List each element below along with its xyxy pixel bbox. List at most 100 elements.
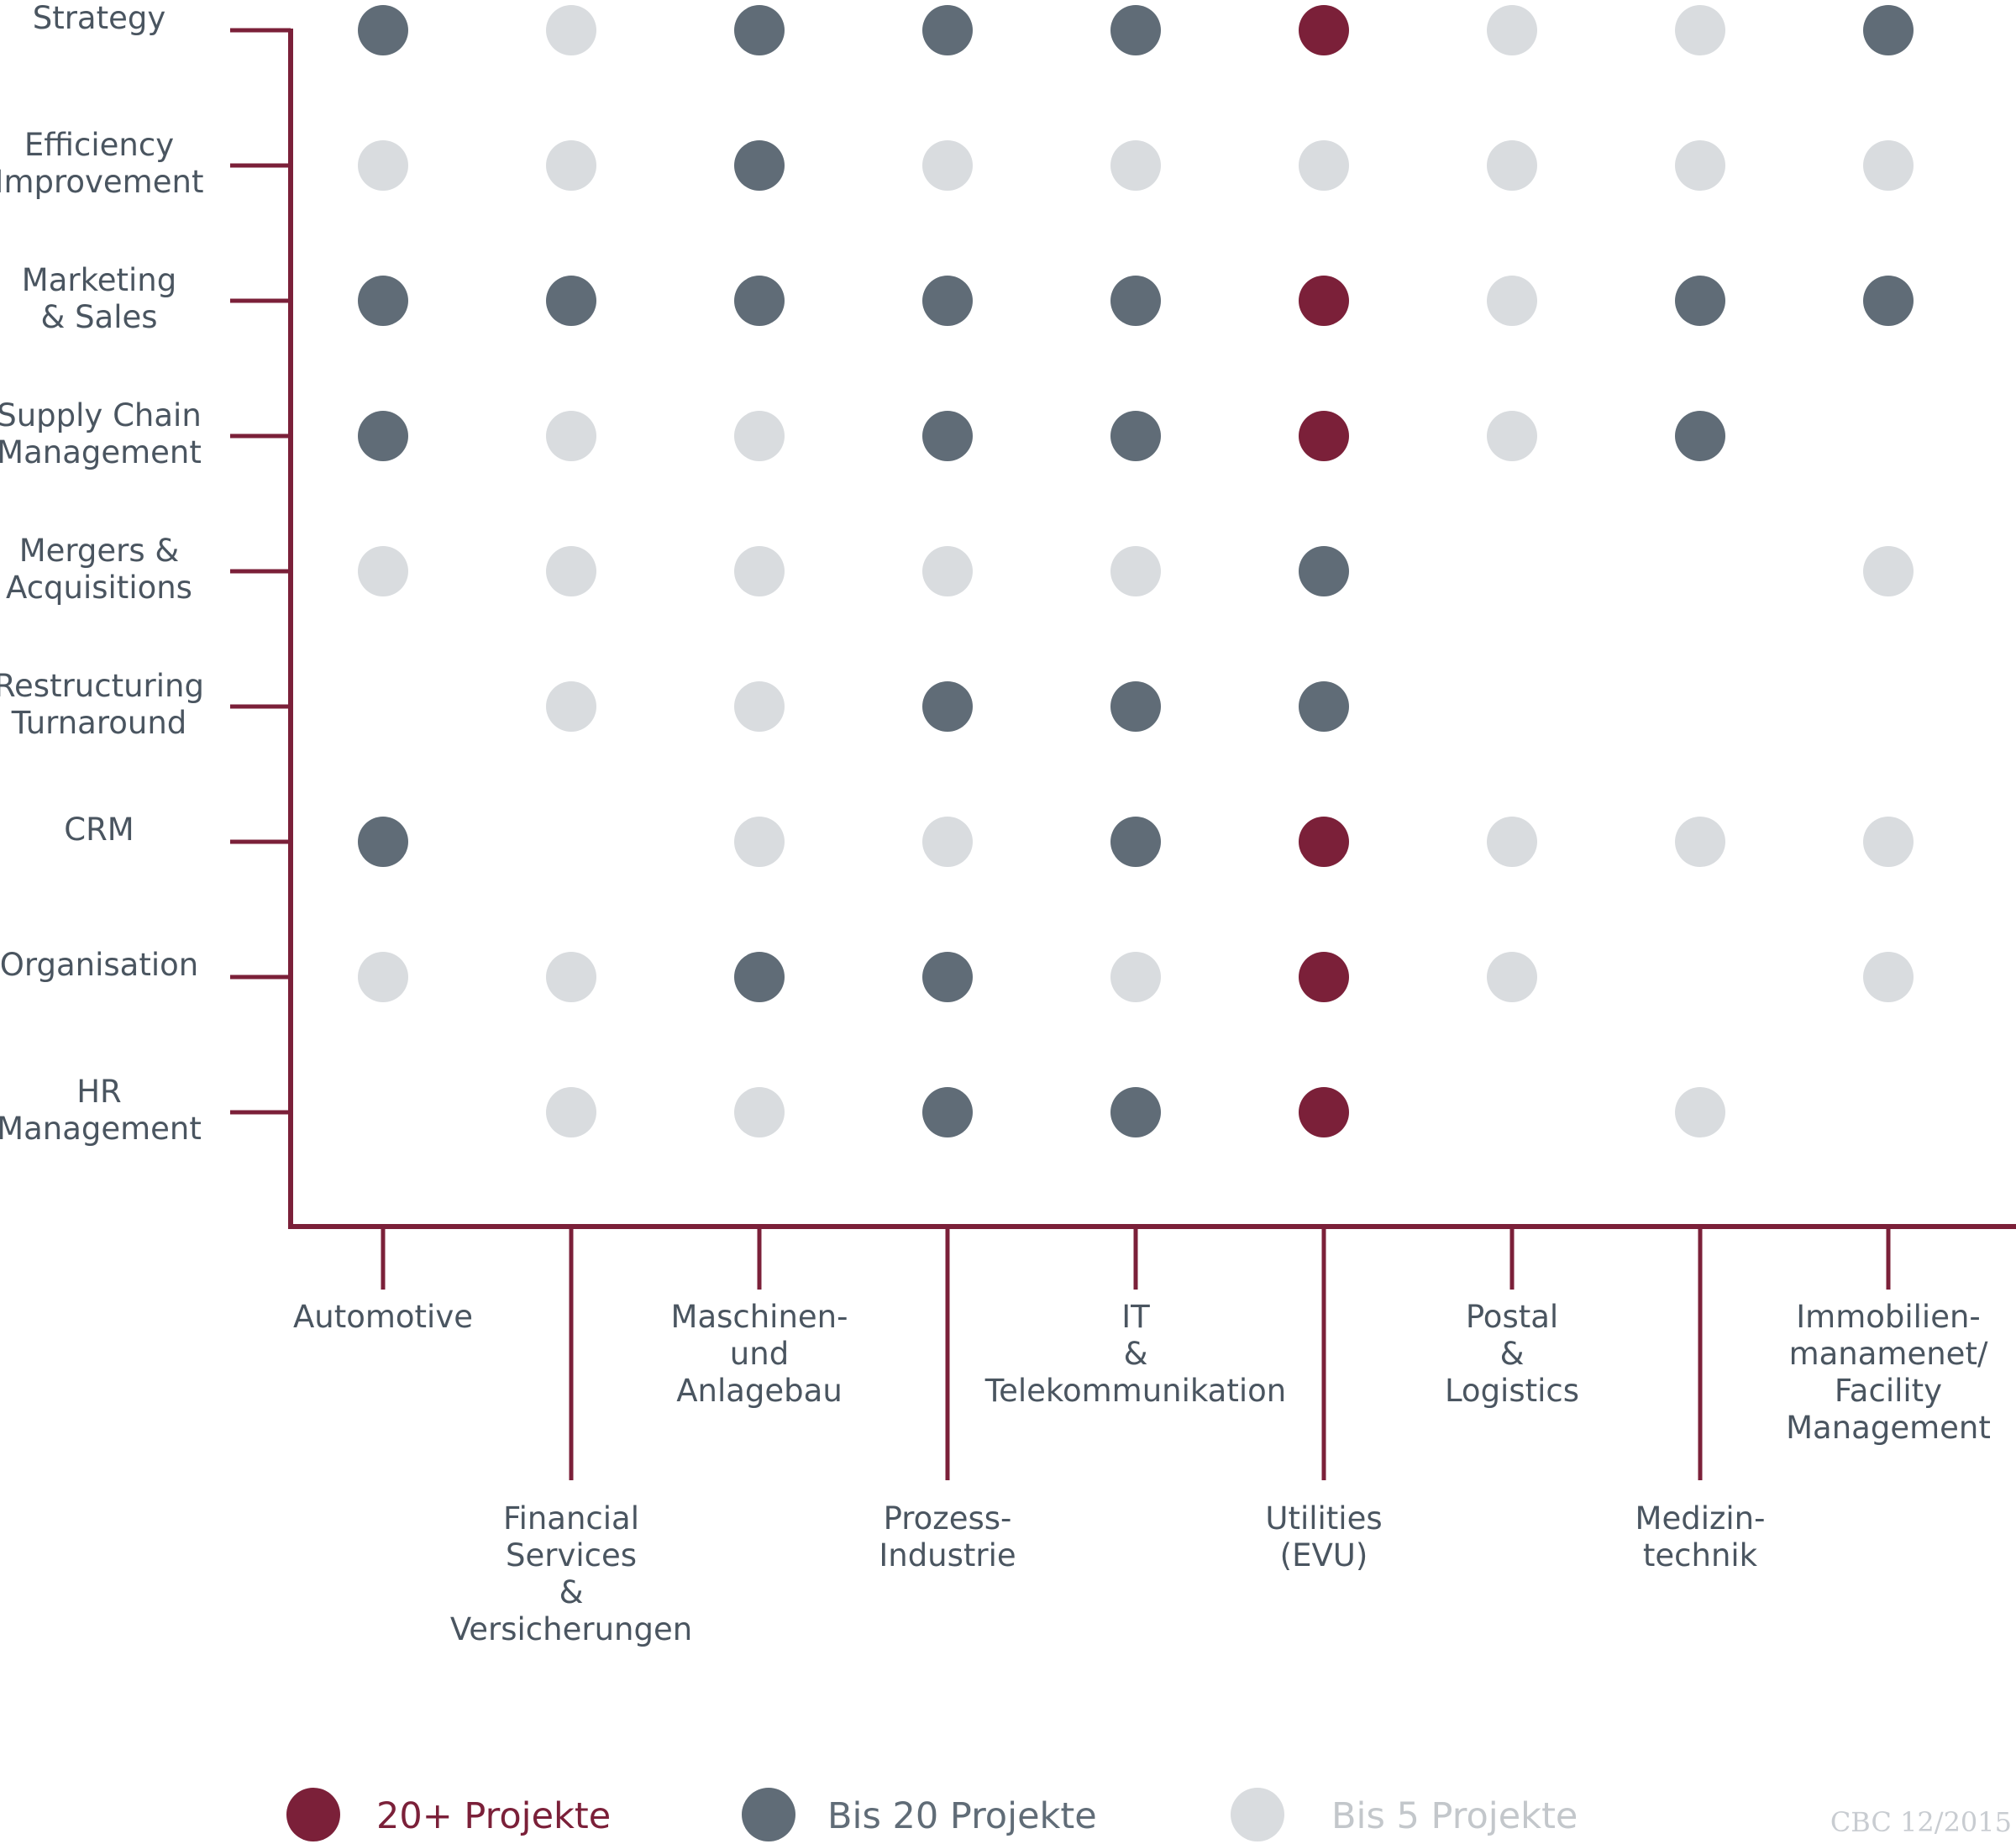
row-label-line: Strategy	[33, 0, 166, 36]
dot-level-1	[1110, 140, 1161, 191]
column-label-line: Services	[506, 1537, 637, 1573]
column-label-line: Utilities	[1265, 1500, 1382, 1537]
legend-swatch	[1231, 1788, 1284, 1841]
column-label: Prozess-Industrie	[879, 1500, 1016, 1573]
dot-level-3	[1299, 276, 1349, 326]
dot-level-1	[358, 546, 408, 596]
column-label-line: Automotive	[293, 1299, 473, 1335]
dot-level-1	[1675, 817, 1725, 867]
dot-level-2	[734, 276, 785, 326]
dot-level-1	[546, 546, 596, 596]
dot-level-1	[546, 5, 596, 55]
column-label-line: Logistics	[1445, 1373, 1579, 1409]
dot-level-1	[1487, 411, 1537, 461]
row-ticks	[230, 28, 291, 1115]
dot-level-2	[922, 952, 973, 1002]
credit-note: CBC 12/2015	[1830, 1806, 2012, 1838]
dot-level-1	[546, 952, 596, 1002]
dot-level-2	[358, 276, 408, 326]
column-label: Utilities(EVU)	[1265, 1500, 1382, 1573]
dot-level-3	[1299, 1087, 1349, 1137]
dot-level-1	[1299, 140, 1349, 191]
dot-level-1	[734, 1087, 785, 1137]
dot-level-3	[1299, 411, 1349, 461]
dot-level-1	[1863, 952, 1914, 1002]
dot-level-2	[358, 817, 408, 867]
column-label-line: Industrie	[879, 1537, 1016, 1573]
row-label-line: Restructuring	[0, 668, 204, 704]
column-label: Postal&Logistics	[1445, 1299, 1579, 1409]
row-label-line: Supply Chain	[0, 397, 202, 433]
dot-level-1	[734, 546, 785, 596]
row-label-line: Efficiency	[24, 127, 174, 163]
dot-level-2	[922, 411, 973, 461]
dot-level-3	[1299, 952, 1349, 1002]
dot-level-2	[1863, 276, 1914, 326]
dot-level-2	[1110, 1087, 1161, 1137]
dot-level-1	[1675, 1087, 1725, 1137]
column-label-line: Facility	[1835, 1373, 1942, 1409]
column-label-line: &	[559, 1574, 584, 1610]
dot-level-1	[1675, 140, 1725, 191]
row-label-line: HR	[76, 1074, 122, 1110]
dot-level-1	[546, 140, 596, 191]
dot-grid	[358, 5, 1914, 1137]
dot-level-2	[734, 5, 785, 55]
dot-level-3	[1299, 817, 1349, 867]
column-label-line: (EVU)	[1280, 1537, 1368, 1573]
dot-level-2	[922, 1087, 973, 1137]
dot-level-1	[922, 817, 973, 867]
dot-level-2	[922, 681, 973, 732]
dot-level-2	[546, 276, 596, 326]
dot-level-1	[1487, 140, 1537, 191]
dot-level-2	[358, 411, 408, 461]
dot-level-2	[1110, 681, 1161, 732]
row-label-line: Mergers &	[19, 533, 180, 569]
column-label-line: Telekommunikation	[984, 1373, 1286, 1409]
dot-level-1	[1110, 546, 1161, 596]
dot-level-1	[734, 411, 785, 461]
dot-level-1	[734, 681, 785, 732]
column-label-line: Financial	[503, 1500, 639, 1537]
dot-level-1	[546, 411, 596, 461]
dot-level-2	[1863, 5, 1914, 55]
row-label: Mergers &Acquisitions	[6, 533, 192, 606]
dot-level-2	[922, 5, 973, 55]
chart-axes	[288, 29, 2016, 1229]
dot-level-1	[546, 1087, 596, 1137]
row-label-line: Organisation	[0, 947, 198, 983]
column-label-line: Versicherungen	[450, 1611, 692, 1647]
dot-level-2	[1675, 276, 1725, 326]
column-label-line: Maschinen-	[671, 1299, 848, 1335]
dot-level-1	[734, 817, 785, 867]
row-label-line: Improvement	[0, 164, 203, 200]
dot-level-2	[1299, 681, 1349, 732]
column-label-line: technik	[1643, 1537, 1758, 1573]
row-label-line: CRM	[64, 812, 134, 848]
dot-level-2	[734, 952, 785, 1002]
column-label-line: Medizin-	[1635, 1500, 1766, 1537]
column-label: IT&Telekommunikation	[984, 1299, 1286, 1409]
dot-level-2	[1299, 546, 1349, 596]
dot-level-1	[1863, 817, 1914, 867]
dot-level-1	[1675, 5, 1725, 55]
column-label-line: und	[730, 1336, 789, 1372]
dot-level-3	[1299, 5, 1349, 55]
dot-level-2	[1110, 5, 1161, 55]
dot-level-2	[1110, 276, 1161, 326]
column-label-line: Anlagebau	[676, 1373, 843, 1409]
dot-level-1	[1487, 276, 1537, 326]
column-label-line: Immobilien-	[1796, 1299, 1981, 1335]
column-label-line: IT	[1121, 1299, 1150, 1335]
dot-level-1	[546, 681, 596, 732]
row-label: Organisation	[0, 947, 198, 983]
